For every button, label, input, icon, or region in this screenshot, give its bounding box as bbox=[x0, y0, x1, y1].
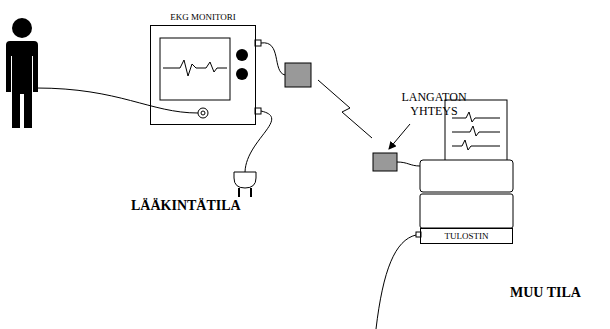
monitor-box: EKG MONITORI bbox=[150, 25, 256, 125]
printer-label-box: TULOSTIN bbox=[420, 228, 513, 244]
plug bbox=[234, 172, 256, 188]
paper-trace bbox=[452, 112, 500, 122]
room-label: MUU TILA bbox=[510, 285, 581, 302]
power-cable bbox=[376, 235, 416, 329]
leader-arrow bbox=[389, 124, 410, 149]
wireless-label: LANGATON YHTEYS bbox=[392, 90, 476, 119]
transmitter-box bbox=[285, 63, 311, 87]
printer-top bbox=[420, 160, 513, 192]
plug-prong bbox=[238, 188, 240, 197]
receiver-box bbox=[373, 153, 397, 171]
node-heading: EKG MONITORI bbox=[131, 11, 275, 23]
paper-trace bbox=[452, 140, 500, 150]
plug-prong bbox=[250, 188, 252, 197]
monitor-screen bbox=[160, 38, 230, 100]
printer-body bbox=[420, 194, 513, 228]
power-cable bbox=[245, 111, 272, 172]
knob bbox=[236, 49, 248, 61]
cable bbox=[397, 162, 420, 166]
cable bbox=[261, 43, 285, 75]
node-text: TULOSTIN bbox=[421, 229, 512, 243]
ecg-trace bbox=[163, 60, 227, 76]
electrode-socket-inner bbox=[201, 111, 205, 115]
paper-trace bbox=[452, 126, 500, 136]
wireless-zigzag bbox=[318, 80, 372, 138]
person-head bbox=[12, 18, 32, 38]
knob bbox=[236, 68, 248, 80]
room-label: LÄÄKINTÄTILA bbox=[131, 198, 241, 215]
person-body bbox=[6, 41, 38, 128]
electrode-socket bbox=[198, 108, 208, 118]
